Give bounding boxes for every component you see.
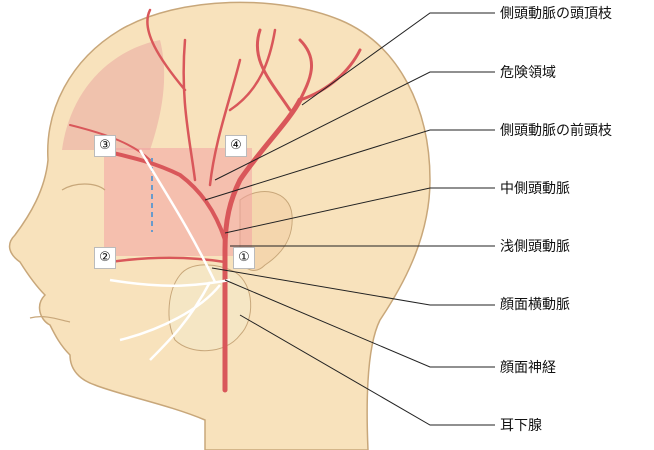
mouth	[29, 316, 71, 323]
label-frontal-branch: 側頭動脈の前頭枝	[500, 123, 612, 139]
eye	[61, 183, 106, 191]
label-transverse-facial-artery: 顔面横動脈	[500, 297, 570, 313]
label-facial-nerve: 顔面神経	[500, 360, 556, 376]
label-parietal-branch: 側頭動脈の頭頂枝	[500, 6, 612, 22]
marker-2: ②	[94, 247, 116, 269]
label-danger-zone: 危険領域	[500, 65, 556, 81]
marker-4: ④	[225, 135, 247, 157]
label-middle-temporal-artery: 中側頭動脈	[500, 181, 570, 197]
label-parotid-gland: 耳下腺	[500, 418, 542, 434]
marker-3: ③	[94, 135, 116, 157]
facial-nerve	[109, 149, 231, 361]
leader-lines	[204, 12, 495, 426]
marker-1: ①	[233, 247, 255, 269]
temporal-muscle	[62, 40, 165, 150]
label-superficial-temporal-artery: 浅側頭動脈	[500, 239, 570, 255]
